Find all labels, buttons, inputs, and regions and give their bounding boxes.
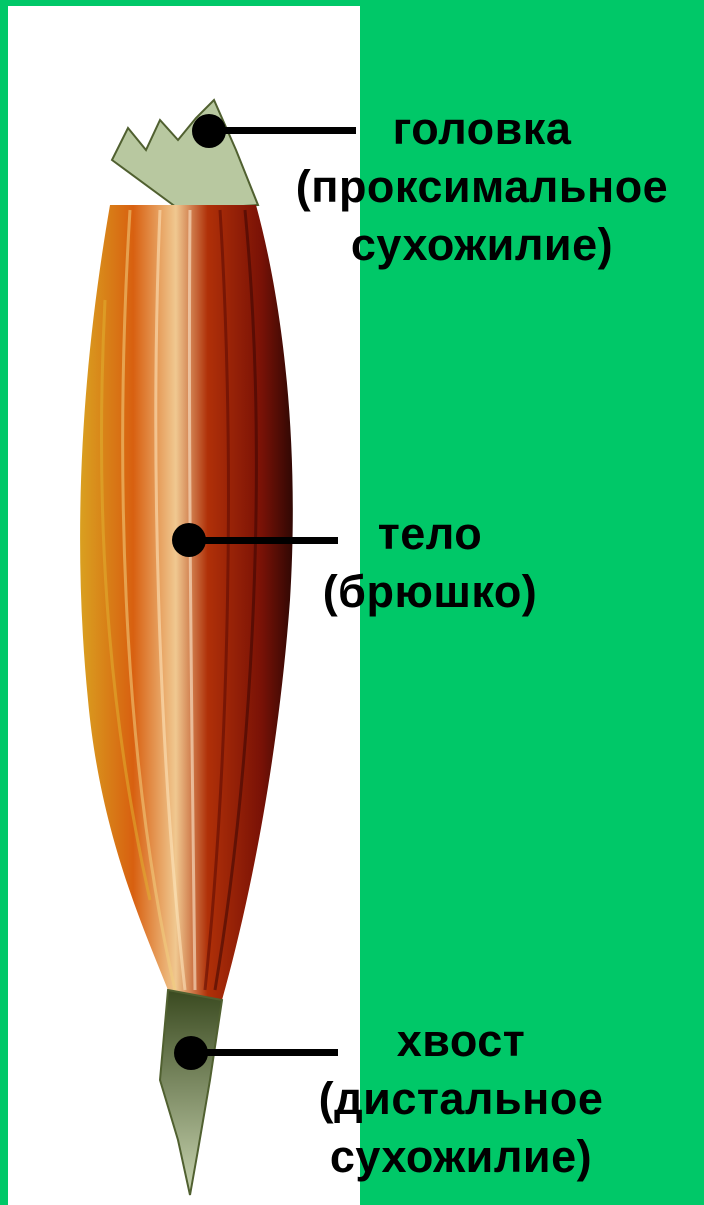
head-label-line1: головка: [262, 100, 702, 158]
body-label: тело (брюшко): [300, 505, 560, 621]
body-label-line1: тело: [300, 505, 560, 563]
body-label-line2: (брюшко): [300, 563, 560, 621]
tail-label: хвост (дистальное сухожилие): [286, 1012, 636, 1186]
head-label: головка (проксимальное сухожилие): [262, 100, 702, 274]
distal-tendon: [160, 990, 222, 1195]
proximal-tendon: [112, 100, 258, 210]
tail-label-line3: сухожилие): [286, 1128, 636, 1186]
head-label-line2: (проксимальное: [262, 158, 702, 216]
tail-label-line2: (дистальное: [286, 1070, 636, 1128]
tail-label-line1: хвост: [286, 1012, 636, 1070]
head-label-line3: сухожилие): [262, 216, 702, 274]
muscle-belly: [80, 205, 293, 1000]
